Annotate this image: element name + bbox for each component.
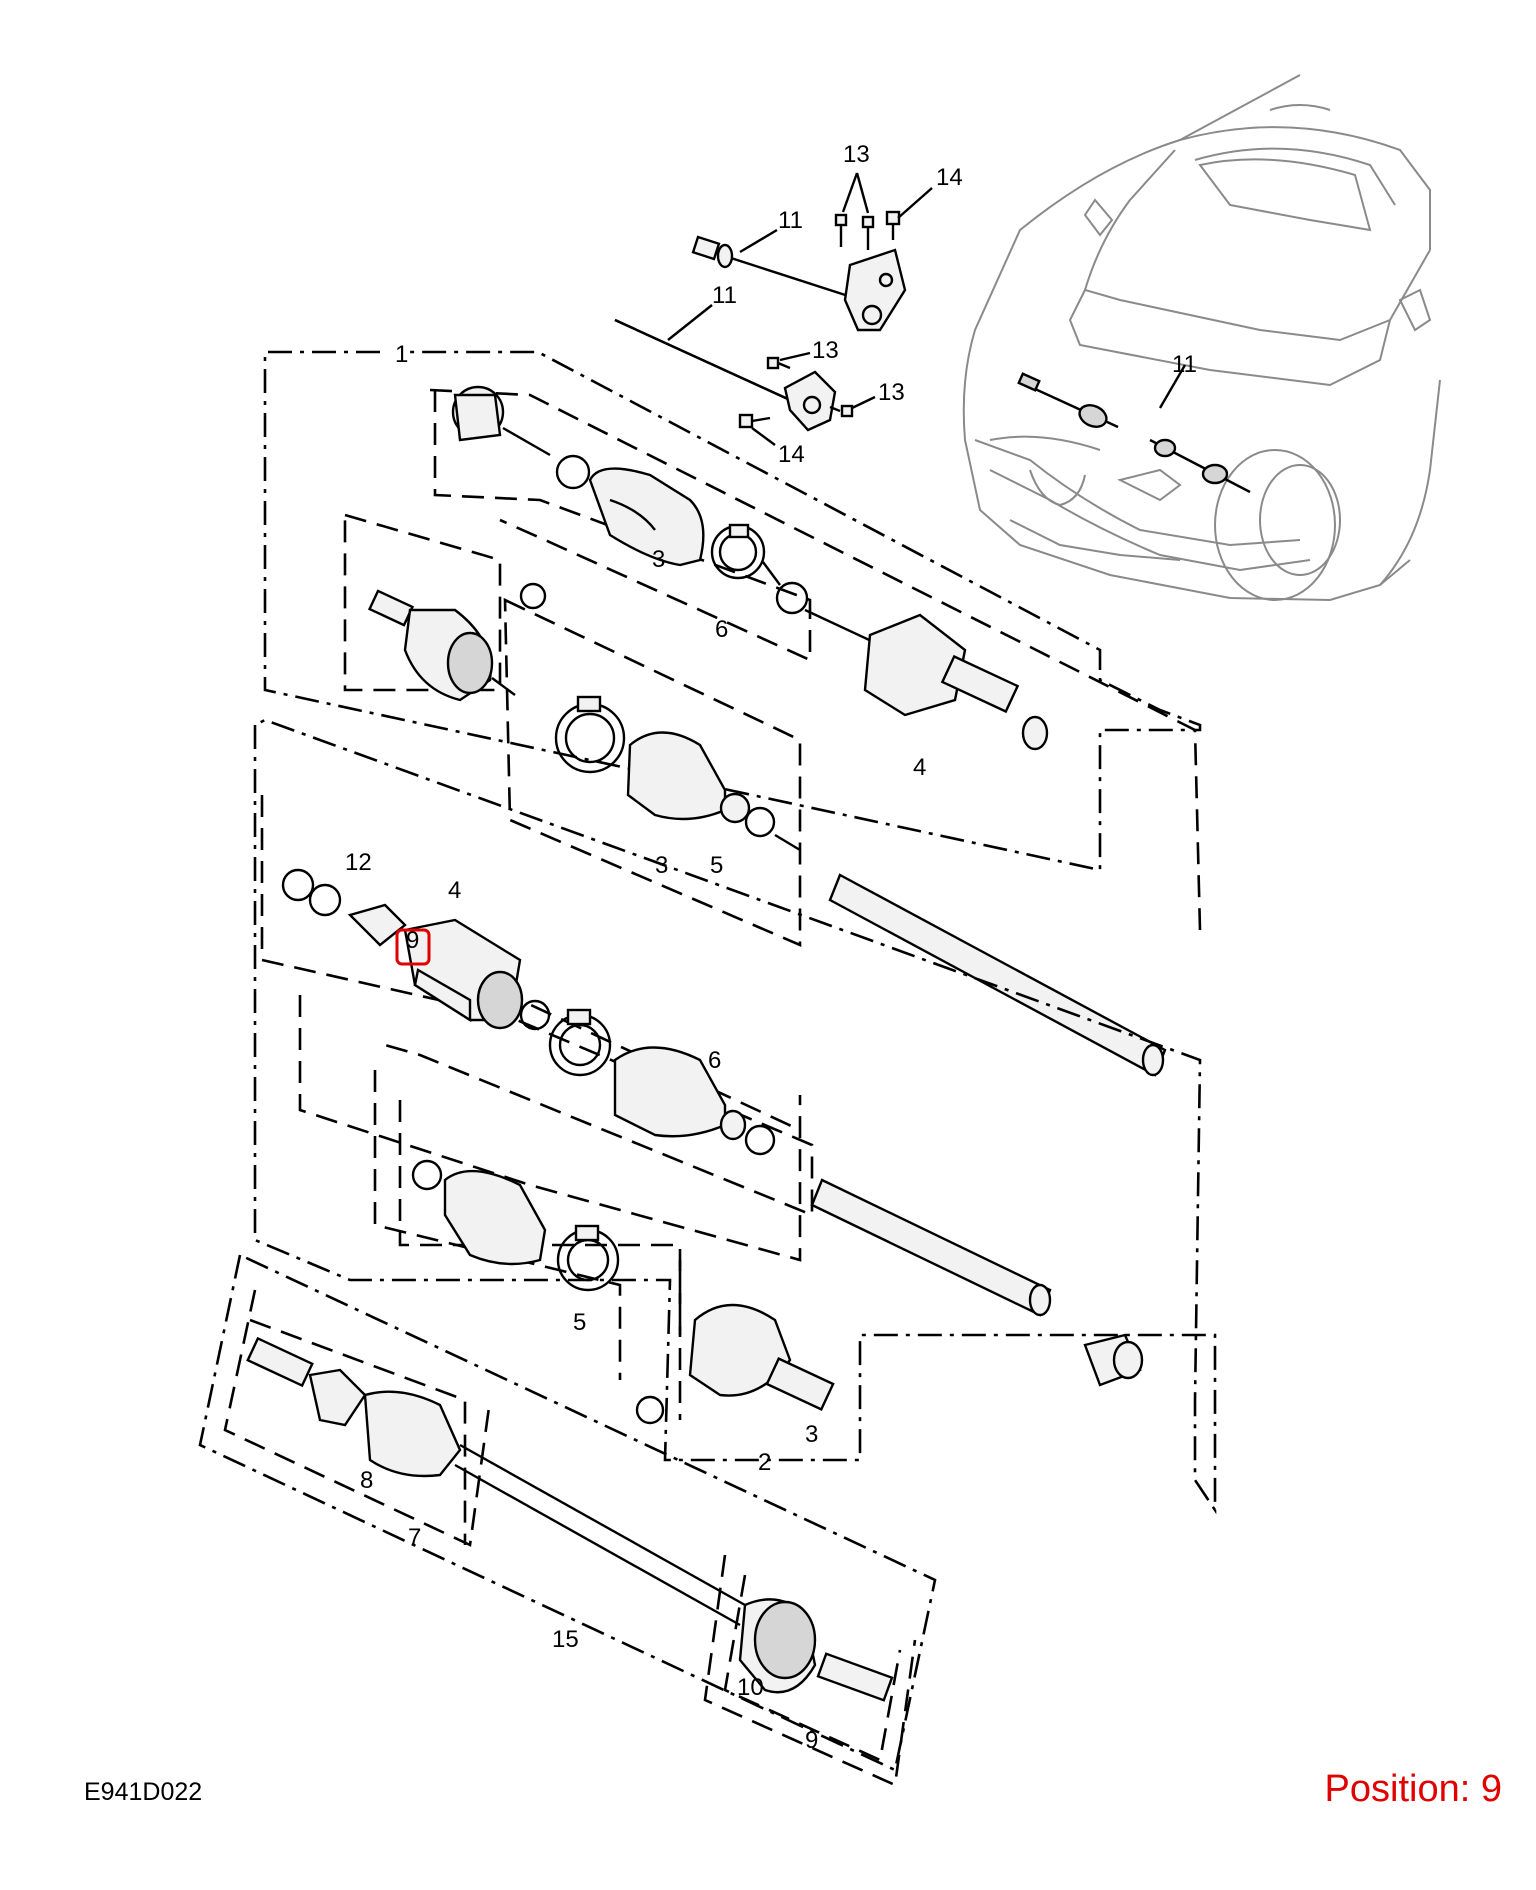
callout-3: 3 (805, 1421, 818, 1448)
bolt-13-c (766, 356, 791, 370)
callout-13: 13 (878, 379, 905, 406)
assembly-15-outline (198, 1253, 937, 1787)
callout-2: 2 (758, 1449, 771, 1476)
callout-10: 10 (737, 1674, 764, 1701)
callout-8: 8 (360, 1467, 373, 1494)
callout-4: 4 (913, 754, 926, 781)
callout-13: 13 (812, 337, 839, 364)
bolt-13-a (834, 213, 848, 247)
callout-3: 3 (652, 546, 665, 573)
shaft-15-parts (246, 1336, 894, 1702)
callout-1: 1 (395, 341, 408, 368)
intermediate-shaft-assembly (614, 172, 933, 446)
callout-6: 6 (715, 616, 728, 643)
callout-14: 14 (778, 441, 805, 468)
upper-parts (367, 385, 1167, 1077)
callout-7: 7 (408, 1524, 421, 1551)
callout-9: 9 (406, 927, 419, 954)
position-highlight-box (395, 928, 431, 966)
callout-labels: 1 2 3 3 3 4 4 5 5 6 6 7 8 9 9 10 11 11 1… (345, 141, 1197, 1754)
callout-4: 4 (448, 877, 461, 904)
callout-5: 5 (710, 852, 723, 879)
lower-parts (281, 868, 1144, 1425)
callout-3: 3 (655, 852, 668, 879)
callout-6: 6 (708, 1047, 721, 1074)
callout-11: 11 (1172, 351, 1197, 378)
callout-15: 15 (552, 1626, 579, 1653)
vehicle-inset (962, 74, 1441, 602)
drawing-id: E941D022 (84, 1778, 203, 1806)
callout-11: 11 (778, 207, 803, 234)
bolt-13-d (829, 404, 854, 418)
bolt-13-b (861, 215, 875, 250)
callout-5: 5 (573, 1309, 586, 1336)
callout-14: 14 (936, 164, 963, 191)
callout-13: 13 (843, 141, 870, 168)
bolt-14-b (738, 413, 771, 429)
callout-11: 11 (712, 282, 737, 309)
bolt-14-a (885, 210, 901, 240)
callout-9: 9 (805, 1727, 818, 1754)
callout-12: 12 (345, 849, 372, 876)
position-label: Position: 9 (1324, 1768, 1502, 1810)
